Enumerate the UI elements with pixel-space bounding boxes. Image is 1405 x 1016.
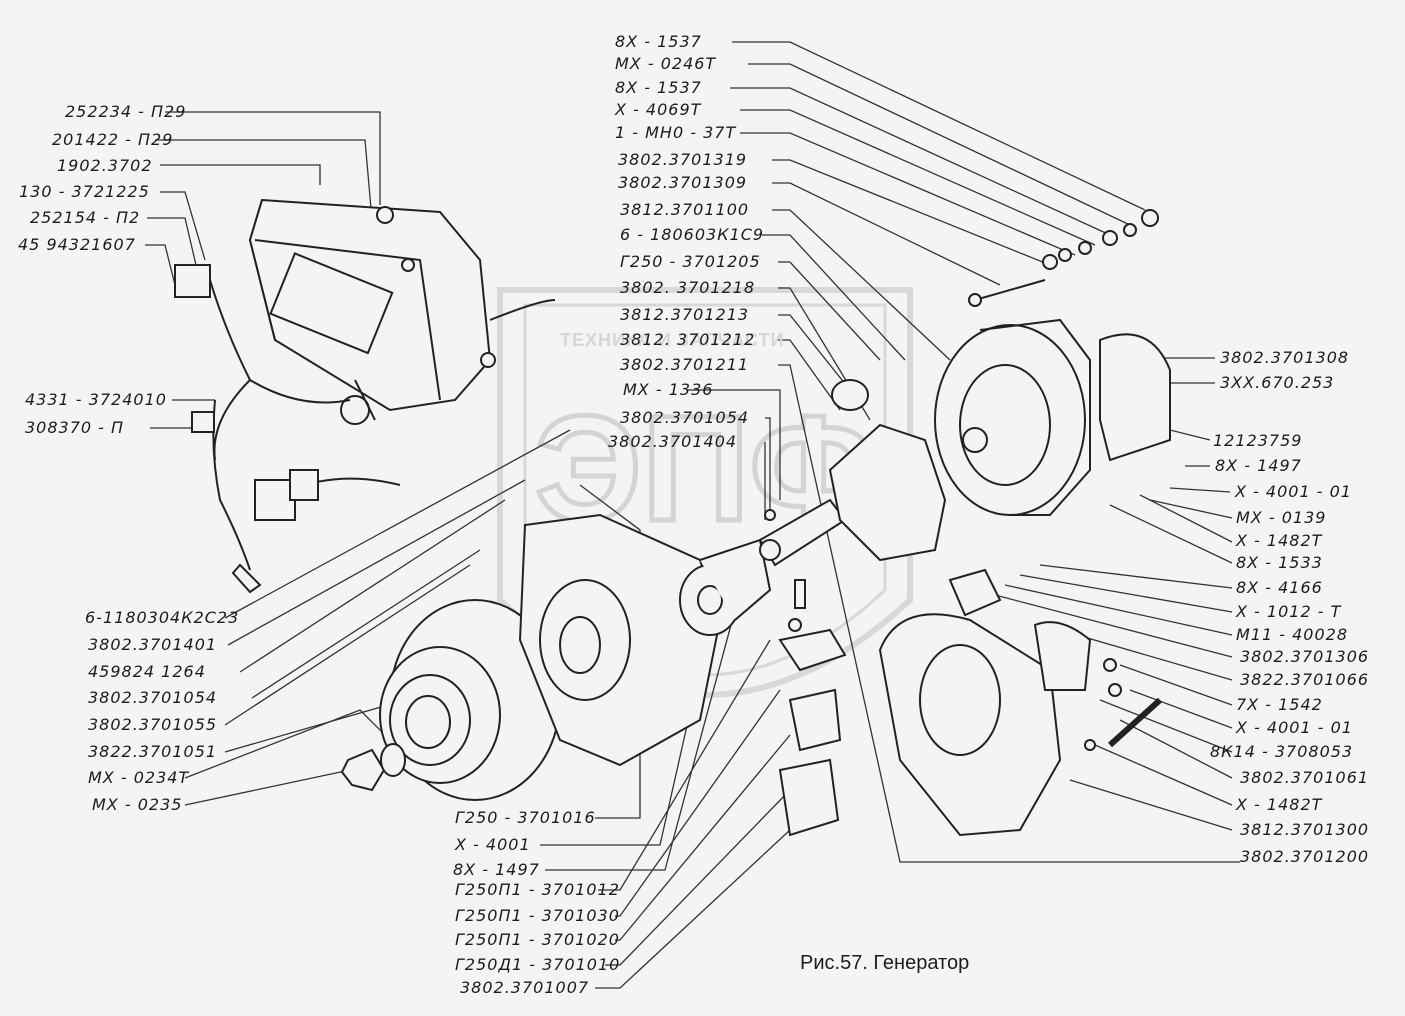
label-part: Г250П1 - 3701030 (455, 906, 620, 925)
label-part: 3802.3701404 (608, 432, 738, 451)
label-part: Х - 1482Т (1236, 795, 1323, 814)
label-part: 3802.3701401 (88, 635, 218, 654)
label-part: 130 - 3721225 (19, 182, 150, 201)
watermark-text: ТЕХНИКА И ЗАПЧАСТИ (560, 330, 785, 350)
label-part: Х - 1482Т (1236, 531, 1323, 550)
label-part: 252234 - П29 (65, 102, 187, 121)
label-part: 3802.3701054 (88, 688, 218, 707)
label-part: МХ - 0139 (1236, 508, 1327, 527)
label-part: 3802.3701306 (1240, 647, 1370, 666)
label-part: 3802.3701309 (618, 173, 748, 192)
label-part: МХ - 0246Т (615, 54, 717, 73)
label-part: Х - 4001 - 01 (1235, 482, 1352, 501)
label-part: 12123759 (1213, 431, 1303, 450)
label-part: 8Х - 1533 (1236, 553, 1323, 572)
label-part: 201422 - П29 (52, 130, 174, 149)
label-part: 308370 - П (25, 418, 125, 437)
label-part: 3802.3701211 (620, 355, 750, 374)
label-part: 3812. 3701212 (620, 330, 756, 349)
label-part: М11 - 40028 (1236, 625, 1349, 644)
leader-lines (145, 41, 1240, 989)
rotor-drawing (758, 379, 947, 567)
pulley-fan-drawing (340, 599, 561, 801)
label-part: Г250 - 3701016 (455, 808, 596, 827)
label-part: 3812.3701213 (620, 305, 750, 324)
voltage-regulator-drawing (248, 198, 496, 425)
label-part: 3ХХ.670.253 (1220, 373, 1335, 392)
label-part: 6-1180304К2С23 (85, 608, 240, 627)
stator-drawing (934, 209, 1171, 516)
label-part: 3822.3701051 (88, 742, 218, 761)
rear-cover-drawing (878, 568, 1163, 837)
label-part: МХ - 0234Т (88, 768, 190, 787)
brush-holder-drawing (764, 509, 847, 837)
label-part: 459824 1264 (88, 662, 206, 681)
label-part: 6 - 180603К1С9 (620, 225, 765, 244)
label-part: 3802.3701308 (1220, 348, 1350, 367)
label-part: 4331 - 3724010 (25, 390, 167, 409)
wiring-harness-drawing (174, 264, 556, 594)
label-part: 1 - МН0 - 37Т (615, 123, 737, 142)
label-part: 7Х - 1542 (1236, 695, 1323, 714)
label-part: 8Х - 4166 (1236, 578, 1323, 597)
label-part: 1902.3702 (57, 156, 153, 175)
label-part: 8Х - 1497 (453, 860, 540, 879)
label-part: Г250 - 3701205 (620, 252, 761, 271)
label-part: 3802.3701007 (460, 978, 590, 997)
figure-caption: Рис.57. Генератор (800, 952, 970, 974)
label-part: МХ - 0235 (92, 795, 183, 814)
label-part: Г250П1 - 3701020 (455, 930, 620, 949)
label-part: 3802.3701055 (88, 715, 218, 734)
label-part: 3802.3701319 (618, 150, 748, 169)
label-part: 3802.3701061 (1240, 768, 1370, 787)
label-part: 45 94321607 (18, 235, 136, 254)
label-part: 3802.3701054 (620, 408, 750, 427)
label-part: 3812.3701100 (620, 200, 750, 219)
label-part: 8Х - 1537 (615, 78, 702, 97)
label-part: 3822.3701066 (1240, 670, 1370, 689)
label-part: Х - 1012 - Т (1236, 602, 1342, 621)
label-part: Х - 4001 (455, 835, 531, 854)
label-part: Г250П1 - 3701012 (455, 880, 620, 899)
label-part: 3802.3701200 (1240, 847, 1370, 866)
label-part: Х - 4001 - 01 (1236, 718, 1353, 737)
label-part: 8Х - 1537 (615, 32, 702, 51)
label-part: МХ - 1336 (623, 380, 714, 399)
label-part: Х - 4069Т (615, 100, 702, 119)
front-housing-drawing (518, 513, 772, 767)
label-part: Г250Д1 - 3701010 (455, 955, 621, 974)
label-part: 3802. 3701218 (620, 278, 756, 297)
label-part: 252154 - П2 (30, 208, 141, 227)
label-part: 8К14 - 3708053 (1210, 742, 1354, 761)
label-part: 3812.3701300 (1240, 820, 1370, 839)
label-part: 8Х - 1497 (1215, 456, 1302, 475)
